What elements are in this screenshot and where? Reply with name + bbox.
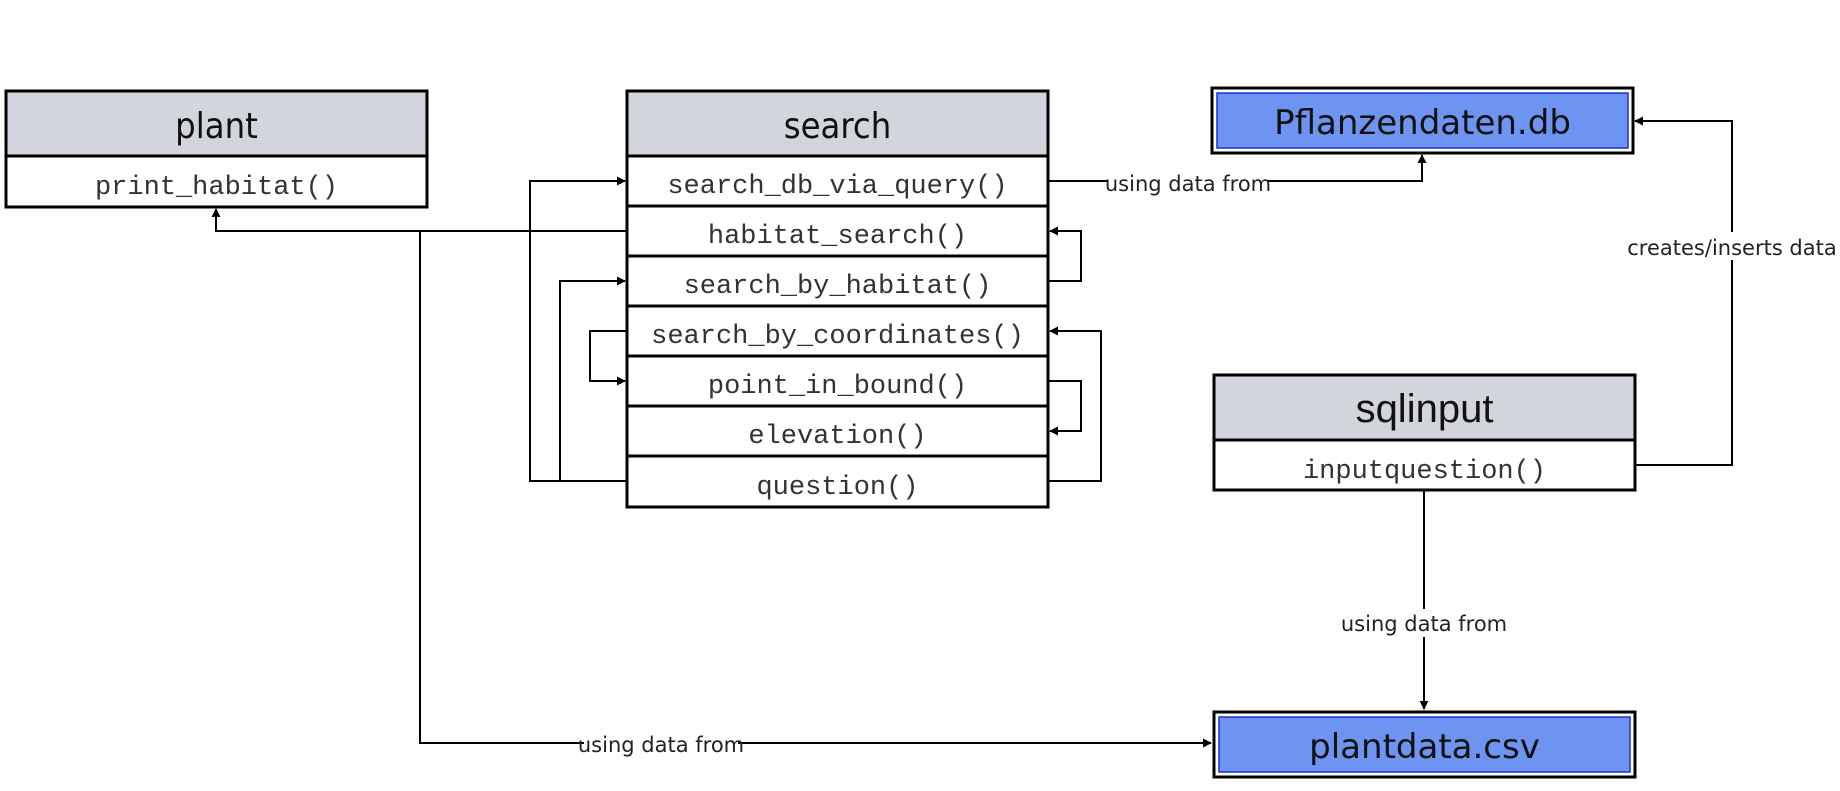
sqlinput-class-body (1212, 438, 1637, 492)
sqlinput-class[interactable]: sqlinput inputquestion() (1212, 373, 1637, 492)
edge-question-to-query (529, 176, 627, 482)
edge-point-in-bound-to-elevation (1048, 380, 1082, 436)
edge-label-bg-plant-to-csv (584, 730, 738, 756)
edge-question-to-coordinates (1048, 326, 1102, 482)
method-search-by-coordinates[interactable]: search_by_coordinates() (651, 322, 1024, 352)
datastore-csv-label: plantdata.csv (1309, 727, 1540, 767)
method-inputquestion[interactable]: inputquestion() (1303, 457, 1546, 487)
edge-sqlinput-to-db (1634, 116, 1733, 466)
method-print-habitat[interactable]: print_habitat() (95, 173, 338, 203)
edge-label-sqlinput-to-db: creates/inserts data (1627, 236, 1836, 260)
datastore-csv-fill (1218, 716, 1631, 773)
search-class[interactable]: search search_db_via_query() habitat_sea… (625, 89, 1050, 509)
method-row-search-by-habitat (625, 254, 1050, 308)
edge-question-to-search-by-habitat (559, 276, 626, 481)
edge-search-by-habitat-to-habitat-search (1048, 226, 1082, 282)
edge-coordinates-to-point-in-bound (589, 330, 627, 386)
method-search-db-via-query[interactable]: search_db_via_query() (667, 172, 1007, 202)
method-elevation[interactable]: elevation() (748, 422, 926, 452)
datastore-db-label: Pflanzendaten.db (1274, 103, 1571, 143)
edge-habitat-search-to-plant (211, 208, 627, 232)
method-question[interactable]: question() (756, 473, 918, 503)
plant-class-header (4, 89, 429, 158)
edge-label-plant-to-csv: using data from (578, 733, 744, 757)
edge-label-query-to-db: using data from (1105, 172, 1271, 196)
method-search-by-habitat[interactable]: search_by_habitat() (684, 272, 992, 302)
datastore-db-fill (1216, 92, 1629, 149)
plant-class-body (4, 154, 429, 209)
datastore-plantdata-csv[interactable]: plantdata.csv (1212, 710, 1637, 779)
edge-label-bg-query-to-db (1108, 168, 1268, 194)
datastore-pflanzendaten-db[interactable]: Pflanzendaten.db (1210, 86, 1635, 155)
search-class-title: search (784, 106, 892, 147)
plant-class-title: plant (175, 106, 258, 147)
edge-plant-to-csv (419, 231, 1212, 748)
edge-label-sqlinput-to-csv: using data from (1341, 612, 1507, 636)
edge-label-bg-sqlinput-to-csv (1347, 609, 1501, 637)
method-row-point-in-bound (625, 354, 1050, 408)
method-habitat-search[interactable]: habitat_search() (708, 222, 967, 252)
edge-label-bg-sqlinput-to-db (1630, 232, 1835, 260)
method-point-in-bound[interactable]: point_in_bound() (708, 372, 967, 402)
sqlinput-class-title: sqlinput (1356, 387, 1494, 431)
plant-class[interactable]: plant print_habitat() (4, 89, 429, 209)
